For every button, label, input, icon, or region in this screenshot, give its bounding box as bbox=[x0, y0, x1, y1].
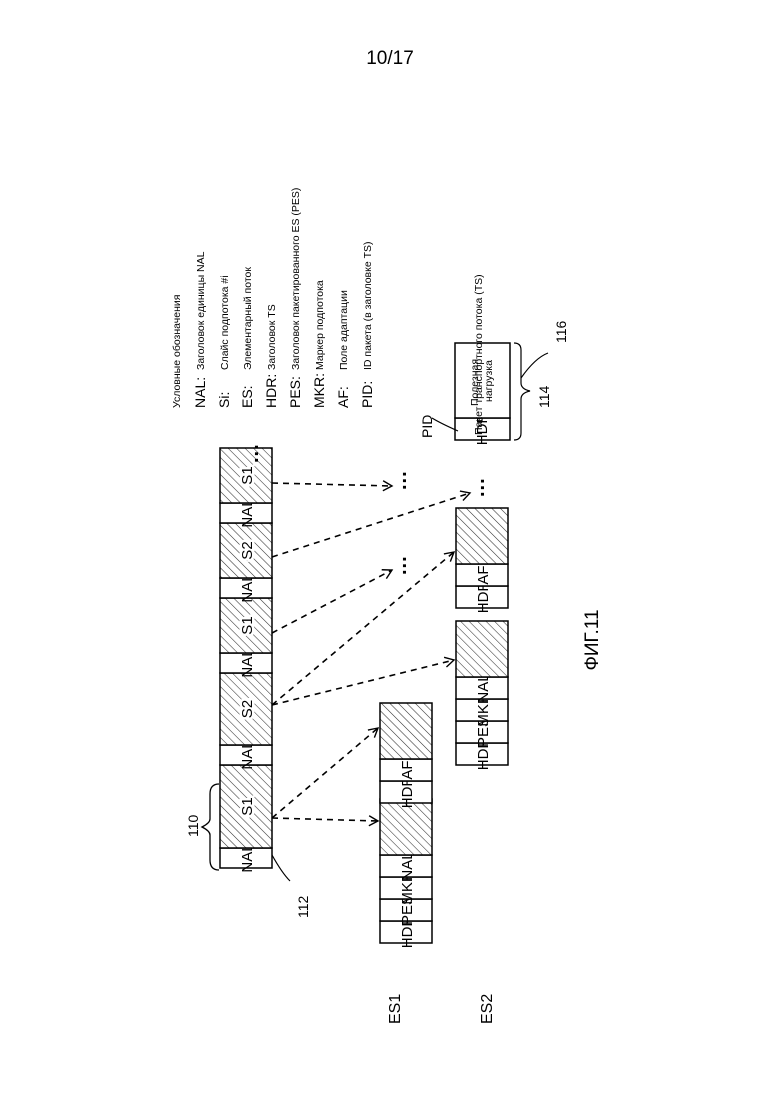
payload-cell bbox=[380, 703, 432, 759]
es2-label: ES2 bbox=[479, 994, 496, 1024]
ref-pid: PID bbox=[419, 415, 435, 438]
legend-key: PID: bbox=[359, 381, 375, 408]
legend-key: Si: bbox=[216, 392, 232, 408]
brace-114-116 bbox=[514, 343, 530, 440]
ts-packet-description: Пакет транспортного потока (TS) bbox=[473, 274, 485, 435]
legend-row-pes-: PES: Заголовок пакетированного ES (PES) bbox=[287, 188, 303, 408]
slice-s1: S1 bbox=[220, 598, 272, 653]
nal-label: NAL bbox=[399, 851, 416, 880]
leader-pid bbox=[432, 418, 458, 431]
legend-row-nal-: NAL: Заголовок единицы NAL bbox=[192, 251, 208, 408]
legend-row-af-: AF: Поле адаптации bbox=[335, 290, 351, 408]
arrow-s1-to-es1-packet1 bbox=[272, 818, 378, 821]
payload-cell bbox=[456, 508, 508, 564]
ref-110: 110 bbox=[185, 814, 201, 837]
legend-key: AF: bbox=[335, 386, 351, 408]
es1-label: ES1 bbox=[387, 994, 404, 1024]
main-stream-cell-label: S1 bbox=[239, 616, 256, 634]
af-label: AF bbox=[399, 760, 416, 779]
main-stream-cell-label: S1 bbox=[239, 797, 256, 815]
main-stream-cell-label: S2 bbox=[239, 541, 256, 559]
es1-packets: HDRPESMKRNALHDRAF bbox=[380, 703, 432, 948]
ref-116: 116 bbox=[553, 320, 569, 343]
legend-row-pid-: PID: ID пакета (в заголовке TS) bbox=[359, 242, 375, 409]
legend-title: Условные обозначения bbox=[171, 295, 183, 408]
legend-key: NAL: bbox=[192, 377, 208, 408]
legend-row-hdr-: HDR: Заголовок TS bbox=[263, 304, 279, 408]
legend-key: HDR: bbox=[263, 374, 279, 408]
slice-s2: S2 bbox=[220, 523, 272, 578]
arrow-s1-to-es1-packet2 bbox=[272, 728, 378, 818]
legend-desc: Маркер подпотока bbox=[314, 280, 326, 370]
es1_packets-packet: HDRPESMKRNAL bbox=[380, 799, 432, 948]
es2-packets: HDRPESMKRNAL HDRAF bbox=[456, 508, 508, 770]
legend-row-mkr-: MKR: Маркер подпотока bbox=[311, 280, 327, 408]
es2_packets-packet: HDRPESMKRNAL bbox=[456, 621, 508, 770]
slice-s1: S1 bbox=[220, 765, 272, 848]
legend-desc: Поле адаптации bbox=[338, 290, 350, 370]
legend-row-es-: ES: Элементарный поток bbox=[239, 267, 255, 408]
brace-110 bbox=[202, 784, 219, 870]
legend: Условные обозначения NAL: Заголовок едини… bbox=[171, 188, 375, 408]
legend-desc: Заголовок пакетированного ES (PES) bbox=[290, 188, 302, 370]
ellipsis-es1-lower: ... bbox=[389, 555, 411, 575]
arrow-s1c-to-es1-more bbox=[272, 483, 392, 486]
leader-116 bbox=[521, 353, 548, 378]
es1_packets-packet: HDRAF bbox=[380, 703, 432, 808]
slice-s2: S2 bbox=[220, 673, 272, 745]
ts-packet: HDR Полезная нагрузка Пакет транспортног… bbox=[455, 274, 510, 445]
ellipsis-es2: ... bbox=[467, 477, 489, 497]
legend-key: ES: bbox=[239, 385, 255, 408]
legend-desc: Элементарный поток bbox=[242, 267, 254, 370]
ref-114: 114 bbox=[536, 385, 552, 408]
ref-112: 112 bbox=[295, 895, 311, 918]
arrow-s2b-to-es2-more bbox=[272, 493, 470, 557]
af-label: AF bbox=[475, 565, 492, 584]
ellipsis-main-stream: ... bbox=[241, 443, 263, 463]
payload-cell bbox=[456, 621, 508, 677]
figure-label: ФИГ.11 bbox=[582, 609, 603, 670]
main-stream: NALS1NALS2NALS1NALS2NALS1 bbox=[220, 448, 272, 873]
legend-desc: Заголовок TS bbox=[266, 304, 278, 370]
ellipsis-es1-upper: ... bbox=[389, 470, 411, 490]
legend-key: MKR: bbox=[311, 373, 327, 408]
main-stream-cell-label: S1 bbox=[239, 466, 256, 484]
nal-label: NAL bbox=[475, 673, 492, 702]
arrow-s1b-to-es1-more bbox=[272, 570, 392, 633]
legend-row-si-: Si: Слайс подпотока #i bbox=[216, 275, 232, 408]
legend-desc: Слайс подпотока #i bbox=[219, 275, 231, 370]
main-stream-cell-label: S2 bbox=[239, 700, 256, 718]
legend-key: PES: bbox=[287, 376, 303, 408]
leader-112 bbox=[272, 855, 290, 881]
es2_packets-packet: HDRAF bbox=[456, 508, 508, 613]
legend-desc: Заголовок единицы NAL bbox=[195, 251, 207, 370]
slice-arrows bbox=[272, 483, 470, 821]
legend-desc: ID пакета (в заголовке TS) bbox=[362, 242, 374, 371]
